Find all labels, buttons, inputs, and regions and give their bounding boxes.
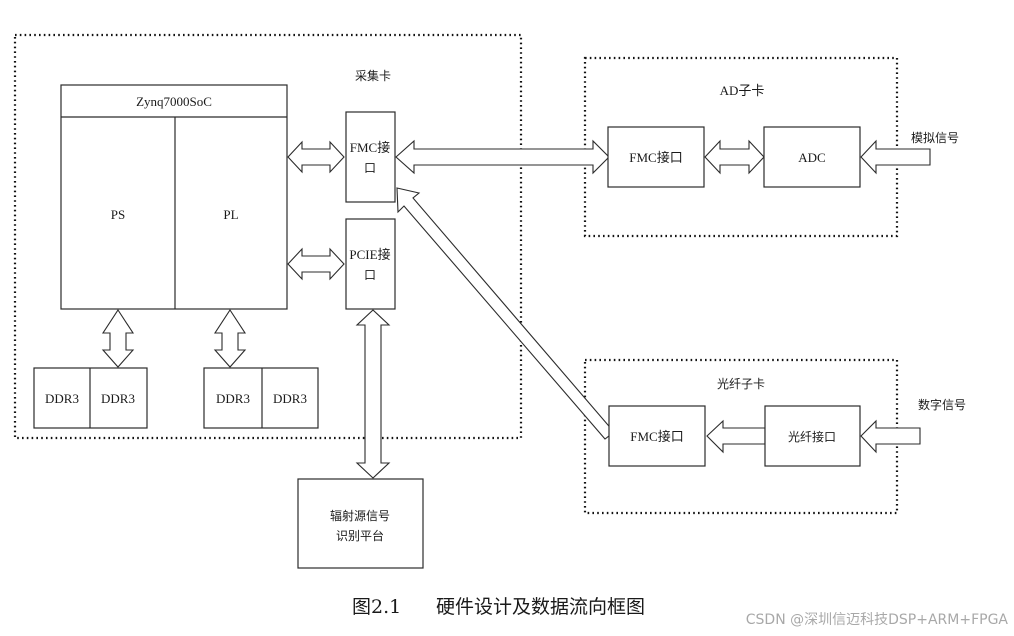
- arrow-fmc-ad: [395, 139, 610, 175]
- pcie-label-1: PCIE接: [349, 247, 390, 262]
- arrow-ps-ddr: [101, 308, 135, 368]
- ad-fmc-interface: FMC接口: [607, 126, 705, 188]
- adc-label: ADC: [798, 150, 825, 165]
- arrow-pl-pcie: [287, 247, 345, 281]
- adc-block: ADC: [763, 126, 861, 188]
- digital-signal-label: 数字信号: [918, 397, 966, 412]
- ddr3-ps-1: DDR3: [45, 391, 79, 406]
- zynq-soc: Zynq7000SoC PS PL: [60, 84, 288, 310]
- fiber-fmc-label: FMC接口: [630, 429, 683, 444]
- recognition-platform: 辐射源信号 识别平台: [297, 478, 424, 569]
- pcie-label-2: 口: [364, 268, 376, 282]
- ps-label: PS: [111, 207, 125, 222]
- arrow-pl-fmc: [287, 140, 345, 174]
- pl-label: PL: [223, 207, 238, 222]
- arrow-pcie-platform: [355, 309, 391, 479]
- soc-title: Zynq7000SoC: [136, 94, 212, 109]
- acquisition-card-group: [13, 33, 523, 440]
- fiber-fmc-interface: FMC接口: [608, 405, 706, 467]
- ddr3-ps-2: DDR3: [101, 391, 135, 406]
- acq-fmc-interface: FMC接 口: [345, 111, 396, 203]
- fiber-interface: 光纤接口: [764, 405, 861, 467]
- ddr3-pl-1: DDR3: [216, 391, 250, 406]
- acq-fmc-label-1: FMC接: [350, 140, 390, 155]
- pcie-interface: PCIE接 口: [345, 218, 396, 310]
- figure-number: 图2.1: [352, 596, 401, 618]
- arrow-digital-fiber: [860, 419, 921, 454]
- ad-card-label: AD子卡: [720, 83, 765, 98]
- arrow-fiber-fmc-to-acq: [396, 187, 615, 440]
- analog-signal-label: 模拟信号: [911, 131, 959, 145]
- arrow-pl-ddr: [213, 308, 247, 368]
- ddr3-pair-ps: DDR3 DDR3: [33, 367, 148, 429]
- fiber-card-label: 光纤子卡: [717, 377, 765, 391]
- ddr3-pair-pl: DDR3 DDR3: [203, 367, 319, 429]
- ad-fmc-label: FMC接口: [629, 150, 682, 165]
- platform-label-2: 识别平台: [336, 528, 384, 543]
- platform-label-1: 辐射源信号: [330, 508, 390, 523]
- acquisition-card-label: 采集卡: [355, 68, 391, 83]
- arrow-fmc-adc: [704, 139, 765, 175]
- acq-fmc-label-2: 口: [364, 161, 376, 175]
- fiber-interface-label: 光纤接口: [788, 429, 836, 444]
- watermark: CSDN @深圳信迈科技DSP+ARM+FPGA: [746, 612, 1009, 628]
- figure-title: 硬件设计及数据流向框图: [436, 596, 645, 618]
- arrow-analog-adc: [860, 139, 931, 175]
- arrow-fiber-fmc: [706, 419, 766, 454]
- ddr3-pl-2: DDR3: [273, 391, 307, 406]
